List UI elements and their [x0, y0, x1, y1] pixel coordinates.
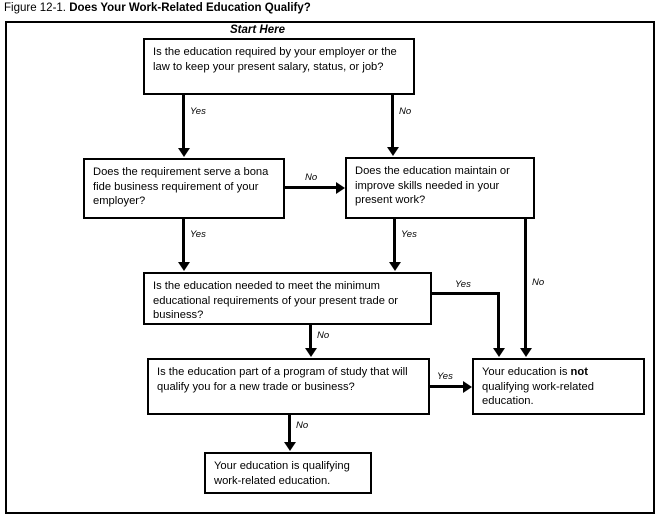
outcome-node-not-qualifying[interactable]: Your education is not qualifying work-re… — [472, 358, 645, 415]
arrowhead-q1-yes — [178, 148, 190, 157]
decision-node-employer-requirement[interactable]: Is the education required by your employ… — [143, 38, 415, 95]
arrowhead-q5-no — [284, 442, 296, 451]
edge-label-q3-yes: Yes — [401, 229, 417, 240]
connector-q4-yes-horizontal — [432, 292, 500, 295]
arrowhead-q5-yes — [463, 381, 472, 393]
connector-q2-no — [285, 186, 337, 189]
decision-node-new-trade-or-business[interactable]: Is the education part of a program of st… — [147, 358, 430, 415]
arrowhead-q4-yes — [493, 348, 505, 357]
connector-q4-no — [309, 325, 312, 349]
connector-q1-yes — [182, 95, 185, 149]
connector-q5-yes — [430, 385, 464, 388]
flowchart-frame — [5, 21, 655, 514]
edge-label-q4-no: No — [317, 330, 330, 341]
outcome-not-qualifying-prefix: Your education is — [482, 366, 571, 378]
arrowhead-q1-no — [387, 147, 399, 156]
page-title: Does Your Work-Related Education Qualify… — [69, 2, 311, 14]
connector-q5-no — [288, 415, 291, 443]
edge-label-q5-yes: Yes — [437, 371, 453, 382]
connector-q3-no — [524, 219, 527, 349]
connector-q1-no — [391, 95, 394, 148]
outcome-not-qualifying-suffix: qualifying work-related education. — [482, 380, 594, 408]
connector-q2-yes — [182, 219, 185, 263]
connector-q4-yes-vertical — [497, 292, 500, 349]
decision-node-minimum-educational-requirements[interactable]: Is the education needed to meet the mini… — [143, 272, 432, 325]
outcome-node-qualifying[interactable]: Your education is qualifying work-relate… — [204, 452, 372, 494]
edge-label-q2-no: No — [305, 172, 318, 183]
arrowhead-q3-no — [520, 348, 532, 357]
arrowhead-q2-yes — [178, 262, 190, 271]
decision-node-maintain-improve-skills[interactable]: Does the education maintain or improve s… — [345, 157, 535, 219]
figure-caption: Figure 12-1. Does Your Work-Related Educ… — [4, 1, 311, 15]
edge-label-q2-yes: Yes — [190, 229, 206, 240]
edge-label-q1-yes: Yes — [190, 106, 206, 117]
edge-label-q1-no: No — [399, 106, 412, 117]
edge-label-q4-yes: Yes — [455, 279, 471, 290]
edge-label-q3-no: No — [532, 277, 545, 288]
arrowhead-q3-yes — [389, 262, 401, 271]
connector-q3-yes — [393, 219, 396, 263]
arrowhead-q2-no — [336, 182, 345, 194]
edge-label-q5-no: No — [296, 420, 309, 431]
figure-number: Figure 12-1. — [4, 2, 67, 14]
start-here-label: Start Here — [230, 24, 285, 36]
arrowhead-q4-no — [305, 348, 317, 357]
outcome-not-qualifying-emphasis: not — [570, 366, 588, 378]
decision-node-bona-fide-requirement[interactable]: Does the requirement serve a bona fide b… — [83, 158, 285, 219]
